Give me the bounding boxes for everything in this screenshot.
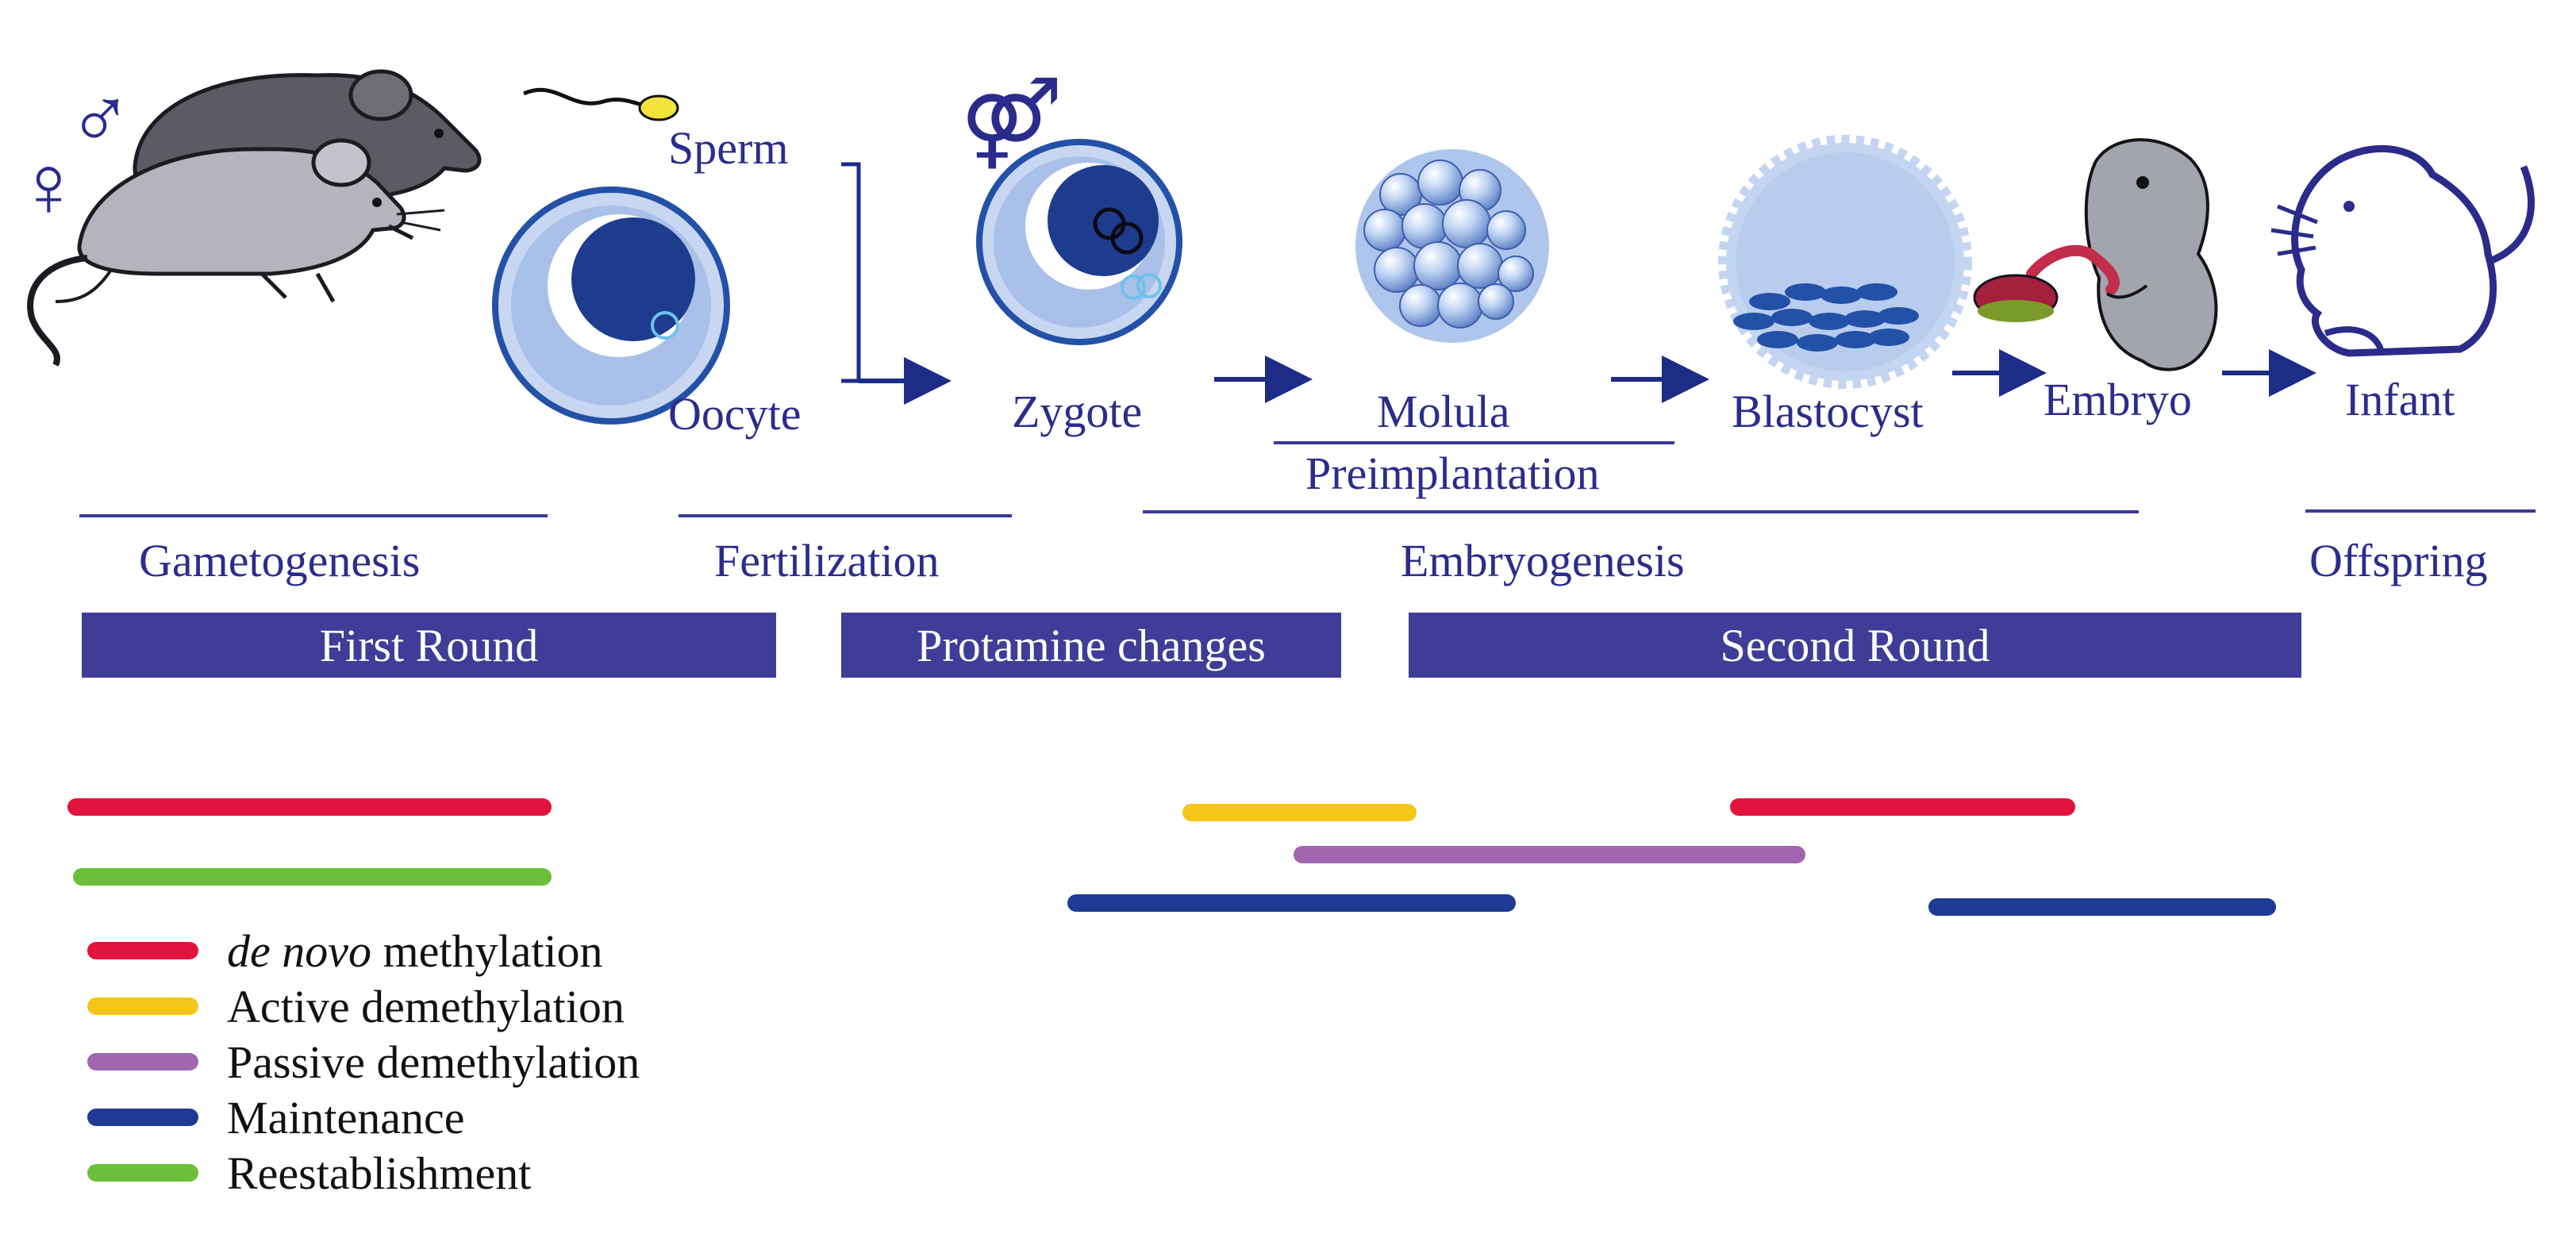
legend-item-active: Active demethylation xyxy=(87,978,625,1034)
morula-cell xyxy=(1363,209,1406,252)
female-symbol: ♀ xyxy=(16,138,82,235)
legend-label-passive: Passive demethylation xyxy=(227,1036,640,1088)
legend-item-maintenance: Maintenance xyxy=(87,1090,465,1145)
infant-mouse-icon xyxy=(2270,144,2535,357)
oocyte-icon xyxy=(492,186,730,425)
embryogenesis-rule xyxy=(1143,510,2139,513)
blastocyst-cell xyxy=(1868,329,1909,346)
blastocyst-cell xyxy=(1844,310,1886,328)
morula-cell xyxy=(1457,243,1503,289)
label-embryo: Embryo xyxy=(2043,374,2192,425)
preimplantation-rule xyxy=(1274,441,1674,444)
maintenance-bar-2 xyxy=(1928,898,2276,916)
sperm-icon xyxy=(522,87,679,121)
legend-label-maintenance: Maintenance xyxy=(227,1091,465,1143)
male-symbol: ♂ xyxy=(67,71,133,167)
zygote-icon xyxy=(976,139,1182,345)
legend-swatch-active xyxy=(87,997,198,1015)
mouse-pair-icon xyxy=(27,69,482,367)
arrow-right-icon xyxy=(1214,349,2316,403)
label-oocyte: Oocyte xyxy=(668,388,802,440)
blastocyst-cell xyxy=(1733,313,1774,330)
morula-cell xyxy=(1498,256,1534,292)
offspring-rule xyxy=(2305,509,2536,513)
morula-cell xyxy=(1478,283,1514,320)
morula-cell xyxy=(1417,160,1463,206)
reestablishment-bar xyxy=(73,868,552,886)
maintenance-bar-1 xyxy=(1067,894,1516,912)
morula-icon xyxy=(1355,149,1549,343)
label-sperm: Sperm xyxy=(668,122,789,174)
label-infant: Infant xyxy=(2345,374,2455,425)
morula-cell xyxy=(1399,284,1442,327)
legend-label-de-novo: de novo methylation xyxy=(227,924,603,978)
legend-label-de-novo-rest: methylation xyxy=(371,924,603,977)
blastocyst-cell xyxy=(1856,283,1897,301)
legend-item-reestablishment: Reestablishment xyxy=(87,1145,531,1201)
label-blastocyst: Blastocyst xyxy=(1732,386,1924,437)
blastocyst-cell xyxy=(1821,286,1862,304)
blastocyst-cell xyxy=(1785,283,1826,301)
zygote-sex-symbol: ⚤ xyxy=(960,75,1063,171)
legend-label-reestablishment: Reestablishment xyxy=(227,1147,532,1199)
label-zygote: Zygote xyxy=(1012,386,1143,437)
de-novo-bar-1 xyxy=(67,798,552,816)
legend-label-active: Active demethylation xyxy=(227,980,625,1032)
label-fertilization: Fertilization xyxy=(714,535,940,586)
legend-item-passive: Passive demethylation xyxy=(87,1034,640,1090)
de-novo-bar-2 xyxy=(1730,798,2075,816)
blastocyst-icon xyxy=(1718,135,1972,389)
morula-cell xyxy=(1374,247,1420,293)
blastocyst-cell xyxy=(1835,331,1876,348)
blastocyst-cell xyxy=(1771,309,1813,326)
label-offspring: Offspring xyxy=(2309,535,2488,586)
blastocyst-cell xyxy=(1878,307,1919,325)
band-protamine-changes: Protamine changes xyxy=(841,613,1341,678)
label-embryogenesis: Embryogenesis xyxy=(1401,535,1685,586)
band-second-round: Second Round xyxy=(1409,613,2301,678)
process-bars xyxy=(67,798,2276,916)
fertilization-bracket xyxy=(841,162,952,405)
legend-swatch-passive xyxy=(87,1053,198,1070)
blastocyst-cell xyxy=(1757,331,1798,348)
label-preimplantation: Preimplantation xyxy=(1305,448,1600,499)
legend-item-de-novo: de novo methylation xyxy=(87,923,603,978)
blastocyst-cell xyxy=(1749,293,1790,310)
morula-cell xyxy=(1437,283,1483,329)
legend-swatch-reestablishment xyxy=(87,1164,198,1182)
blastocyst-cell xyxy=(1797,334,1838,352)
label-molula: Molula xyxy=(1377,386,1510,437)
fertilization-rule xyxy=(679,514,1012,517)
legend-label-de-novo-italic: de novo xyxy=(227,924,371,977)
morula-cell xyxy=(1486,210,1526,250)
blastocyst-cell xyxy=(1809,313,1850,330)
label-gametogenesis: Gametogenesis xyxy=(139,535,421,586)
band-first-round: First Round xyxy=(82,613,776,678)
morula-cell xyxy=(1413,241,1463,290)
embryo-icon xyxy=(1973,138,2218,371)
gametogenesis-rule xyxy=(79,514,548,517)
legend-swatch-maintenance xyxy=(87,1109,198,1126)
legend-swatch-de-novo xyxy=(87,942,198,959)
morula-cell xyxy=(1442,199,1491,248)
active-demethylation-bar xyxy=(1182,804,1417,821)
passive-demethylation-bar xyxy=(1294,846,1805,863)
